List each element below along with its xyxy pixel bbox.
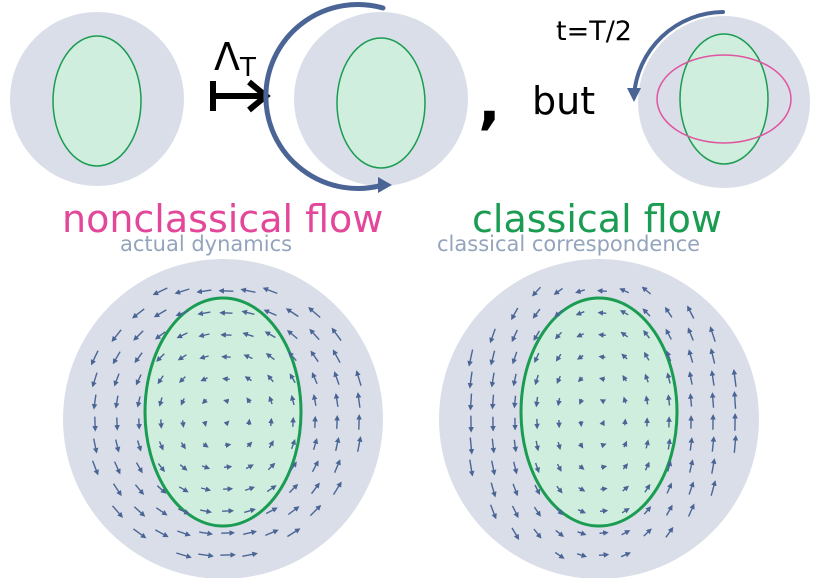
flow-vector-arrow [205, 421, 206, 424]
flow-vector-arrow [601, 489, 606, 490]
flow-vector-arrow [599, 291, 607, 292]
final-state [266, 4, 468, 193]
flow-vector-arrow [224, 379, 229, 380]
flow-vector-arrow [600, 335, 606, 336]
flow-vector-arrow [713, 394, 714, 407]
flow-vector-arrow [599, 555, 607, 556]
flow-vector-arrow [271, 420, 272, 426]
classical-flow-panel [439, 259, 759, 578]
flow-vector-arrow [183, 420, 184, 425]
classical-ellipse [521, 298, 677, 526]
but-label: but [532, 82, 595, 120]
flow-vector-arrow [224, 467, 230, 468]
flow-vector-arrow [735, 393, 736, 409]
half-period-ellipse [680, 34, 768, 164]
flow-vector-arrow [225, 445, 229, 446]
half-period-label: t=T/2 [556, 18, 632, 45]
classical-subtitle: classical correspondence [437, 234, 700, 255]
half-period-state [627, 12, 810, 188]
maps-to-arrow [213, 81, 266, 111]
initial-ellipse [53, 36, 141, 166]
flow-vector-arrow [601, 379, 605, 380]
flow-vector-arrow [537, 397, 538, 405]
lambda-t-operator: ΛT [214, 38, 256, 76]
nonclassical-subtitle: actual dynamics [120, 234, 292, 255]
flow-vector-arrow [515, 396, 516, 406]
flow-vector-arrow [603, 422, 604, 424]
flow-vector-arrow [601, 467, 605, 468]
final-ellipse [337, 38, 425, 168]
flow-vector-arrow [600, 511, 606, 512]
lambda-symbol: Λ [214, 35, 240, 79]
flow-vector-arrow [600, 533, 607, 534]
flow-vector-arrow [602, 445, 605, 446]
flow-vector-arrow [600, 313, 607, 314]
nonclassical-ellipse [145, 298, 301, 526]
nonclassical-flow-panel [63, 259, 383, 578]
flow-vector-arrow [669, 397, 670, 406]
initial-state [10, 12, 184, 186]
flow-vector-arrow [493, 395, 494, 408]
flow-vector-arrow [471, 394, 472, 409]
flow-vector-arrow [249, 421, 250, 425]
lambda-subscript: T [240, 53, 256, 83]
flow-vector-arrow [691, 395, 692, 406]
comma: , [478, 72, 501, 132]
flow-vector-arrow [225, 401, 228, 402]
flow-vector-arrow [601, 357, 606, 358]
